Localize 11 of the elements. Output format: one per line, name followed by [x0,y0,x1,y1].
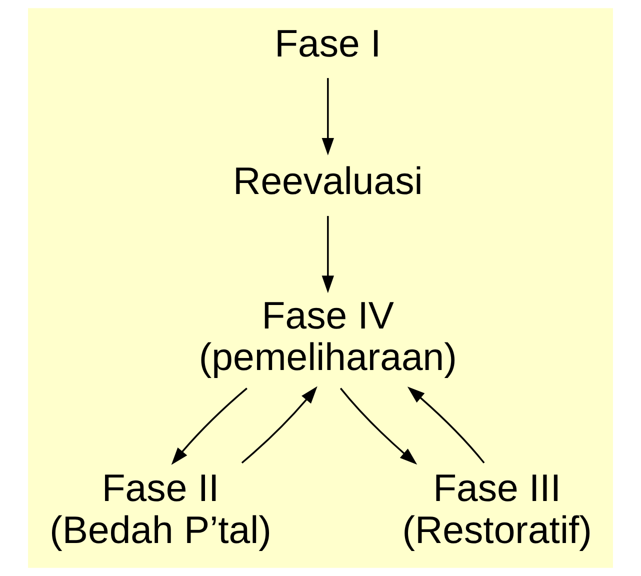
node-text: Fase II (Bedah P’tal) [50,466,272,552]
node-text: Fase I [274,22,382,66]
arrow [171,388,248,465]
node-text: Reevaluasi [233,160,423,204]
node-text: Fase III (Restoratif) [402,466,592,552]
arrow [241,386,318,464]
arrow [340,388,418,465]
arrow [322,78,334,156]
arrow [322,216,334,294]
arrow [407,386,485,464]
node-text: Fase IV (pemeliharaan) [198,294,457,380]
